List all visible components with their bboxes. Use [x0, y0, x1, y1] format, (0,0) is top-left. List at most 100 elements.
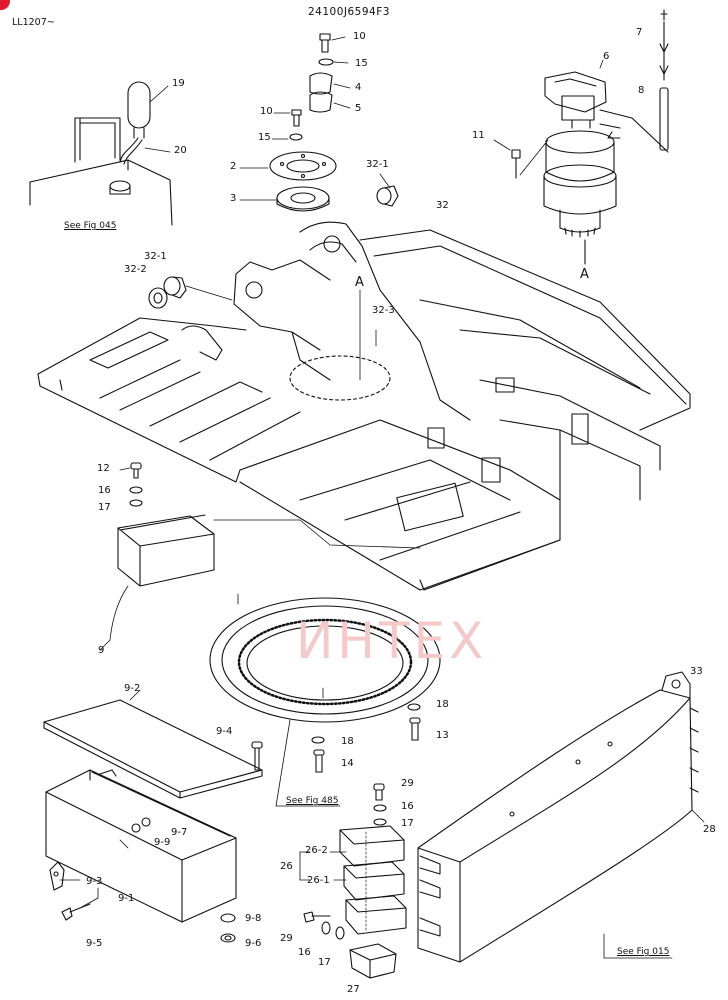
leader-9 — [99, 585, 129, 651]
hose-20 — [119, 137, 171, 165]
battery-box-9-1 — [45, 769, 237, 923]
bolt-14 — [313, 749, 325, 773]
callout-10-top: 10 — [353, 31, 366, 42]
callout-26-2: 26-2 — [305, 845, 328, 856]
callout-33: 33 — [690, 666, 703, 677]
callout-26: 26 — [280, 861, 293, 872]
bracket-9-3 — [49, 861, 81, 891]
bolt-12 — [119, 462, 142, 479]
bolt-9-5 — [61, 887, 99, 921]
callout-4: 4 — [355, 82, 362, 93]
bushing-32-1-left — [163, 276, 233, 301]
callout-9-6: 9-6 — [245, 938, 262, 949]
callout-16-left: 16 — [98, 485, 111, 496]
callout-28: 28 — [703, 824, 716, 835]
callout-10-mid: 10 — [260, 106, 273, 117]
callout-18-mid: 18 — [341, 736, 354, 747]
washer-18-b — [311, 736, 325, 744]
battery-box-lid — [117, 514, 215, 587]
callout-17-bottom: 17 — [318, 957, 331, 968]
bolt-9-4 — [251, 741, 263, 771]
washer-16-bottom — [321, 921, 331, 935]
washer-15-top — [318, 58, 349, 66]
bolt-10-top — [319, 33, 346, 53]
watermark: ИНТЕХ — [296, 612, 488, 670]
callout-29-bottom: 29 — [280, 933, 293, 944]
callout-32-1-left: 32-1 — [144, 251, 167, 262]
leader-26 — [299, 851, 347, 881]
callout-9-1: 9-1 — [118, 893, 135, 904]
model-range: LL1207~ — [12, 17, 55, 28]
leader-motor-a — [519, 139, 549, 176]
callout-9-9: 9-9 — [154, 837, 171, 848]
callout-32: 32 — [436, 200, 449, 211]
bolt-11 — [493, 139, 521, 179]
callout-12: 12 — [97, 463, 110, 474]
battery-cover-9-2 — [43, 689, 263, 799]
weight-stack-26 — [339, 825, 407, 935]
page-number: 27 — [347, 984, 360, 995]
callout-29-top: 29 — [401, 778, 414, 789]
leader-fig015 — [603, 933, 673, 959]
bolt-29-top — [373, 783, 385, 801]
washer-17-left — [129, 499, 143, 507]
callout-16-bottom: 16 — [298, 947, 311, 958]
swing-bearing-ring — [209, 593, 441, 807]
callout-13: 13 — [436, 730, 449, 741]
washer-9-8 — [220, 913, 236, 923]
bolt-13 — [409, 717, 421, 741]
callout-a-frame: A — [355, 275, 364, 290]
callout-32-3: 32-3 — [372, 305, 395, 316]
bushing-32-1-top — [376, 173, 399, 207]
callout-9-7: 9-7 — [171, 827, 188, 838]
breather-cap-19 — [127, 81, 169, 139]
bolt-29-bottom — [303, 911, 331, 923]
callout-9-2: 9-2 — [124, 683, 141, 694]
callout-9-4: 9-4 — [216, 726, 233, 737]
callout-7: 7 — [636, 27, 643, 38]
callout-16-right: 16 — [401, 801, 414, 812]
callout-15-top: 15 — [355, 58, 368, 69]
washer-16-left — [129, 486, 143, 494]
callout-2: 2 — [230, 161, 237, 172]
shim-5 — [309, 91, 351, 113]
washer-15-mid — [271, 133, 303, 141]
pipe-8 — [659, 87, 669, 151]
plate-3 — [239, 186, 330, 212]
callout-17-left: 17 — [98, 502, 111, 513]
callout-9: 9 — [98, 645, 105, 656]
callout-14: 14 — [341, 758, 354, 769]
leader-box-frame — [213, 519, 421, 549]
washer-17-bottom — [335, 926, 345, 940]
corner-mark — [0, 0, 10, 10]
washer-18-a — [407, 703, 421, 711]
callout-a-motor: A — [580, 267, 589, 282]
bracket-26-foot — [349, 943, 397, 979]
callout-9-5: 9-5 — [86, 938, 103, 949]
callout-8: 8 — [638, 85, 645, 96]
callout-5: 5 — [355, 103, 362, 114]
washer-17-right — [373, 818, 387, 826]
callout-9-8: 9-8 — [245, 913, 262, 924]
washer-16-right — [373, 804, 387, 812]
bolt-10-mid — [273, 109, 302, 127]
callout-18-top: 18 — [436, 699, 449, 710]
lifting-eye-33 — [661, 671, 691, 699]
ref-fig-045[interactable]: See Fig 045 — [64, 221, 117, 231]
ref-fig-015[interactable]: See Fig 015 — [617, 947, 670, 957]
callout-20: 20 — [174, 145, 187, 156]
callout-32-1-top: 32-1 — [366, 159, 389, 170]
bracket-line-motor — [599, 109, 669, 153]
callout-15-mid: 15 — [258, 132, 271, 143]
dipstick-7 — [659, 9, 669, 81]
nut-9-6 — [220, 933, 236, 943]
callout-17-right: 17 — [401, 818, 414, 829]
drawing-code: 24100J6594F3 — [308, 6, 390, 18]
plate-2 — [239, 151, 337, 181]
shim-4 — [309, 72, 351, 95]
fuel-tank-ref — [29, 117, 173, 226]
callout-6: 6 — [603, 51, 610, 62]
revolving-frame-32 — [37, 221, 691, 591]
ref-fig-485[interactable]: See Fig 485 — [286, 796, 339, 806]
ring-32-2 — [148, 287, 168, 309]
